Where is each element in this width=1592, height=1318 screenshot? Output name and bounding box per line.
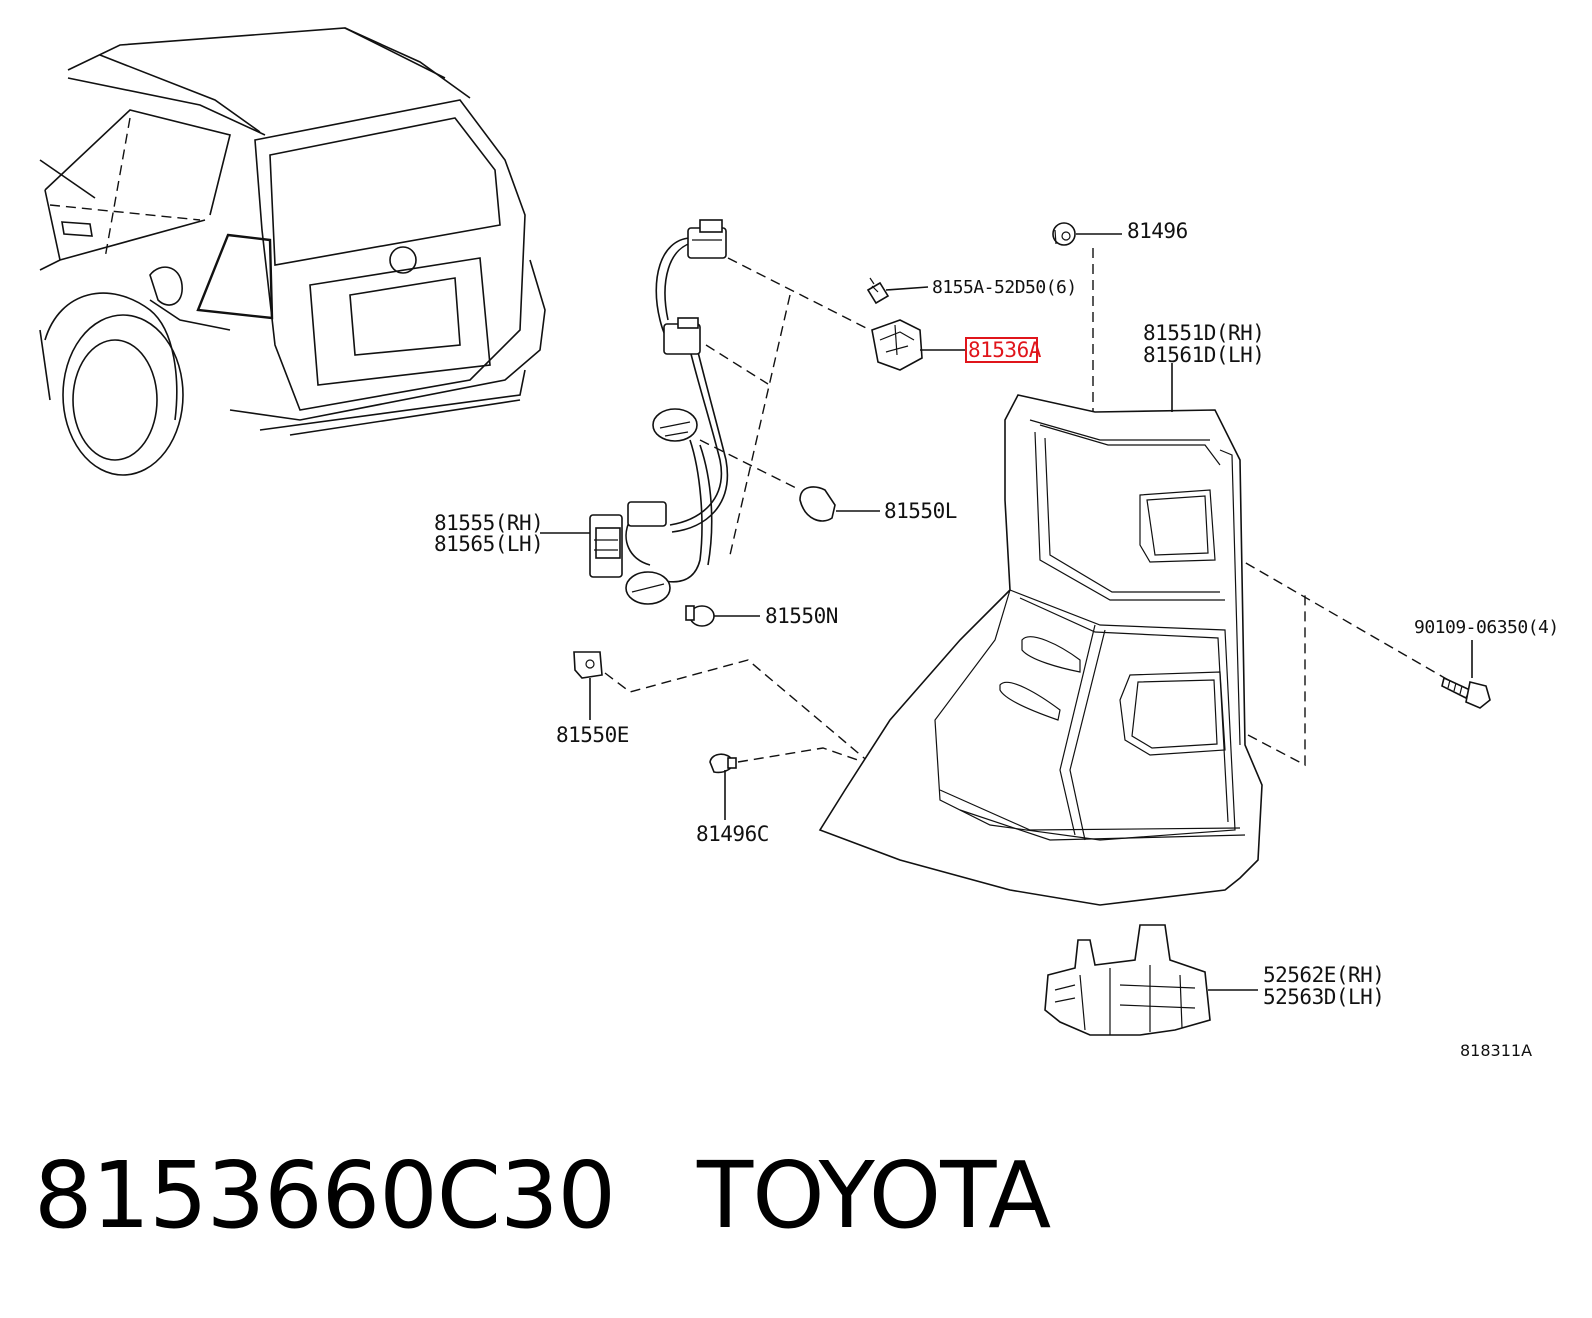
part-labels: 81496 8155A-52D50(6) 81536A 81551D(RH) 8…: [434, 219, 1559, 1060]
caption-brand: TOYOTA: [697, 1142, 1051, 1249]
clip-81496c-shape: [709, 753, 737, 774]
bulb-81550n-shape: [685, 605, 715, 627]
label-81551d: 81551D(RH): [1143, 321, 1264, 345]
figure-code: 818311A: [1460, 1041, 1532, 1060]
label-81496c: 81496C: [696, 822, 769, 846]
bulb-81550l-shape: [799, 486, 836, 522]
socket-81536a-shape: [871, 319, 923, 371]
label-81550e: 81550E: [556, 723, 629, 747]
label-8155a: 8155A-52D50(6): [932, 277, 1077, 298]
label-81565: 81565(LH): [434, 532, 543, 556]
tail-lamp-assembly-shape: [818, 394, 1263, 906]
label-81561d: 81561D(LH): [1143, 343, 1264, 367]
label-81550n: 81550N: [765, 604, 838, 628]
label-90109: 90109-06350(4): [1414, 617, 1559, 638]
leader-lines: [540, 233, 1473, 991]
label-81550l: 81550L: [884, 499, 957, 523]
screw-8155a-shape: [866, 277, 890, 305]
label-81536a: 81536A: [968, 338, 1042, 362]
grommet-81496-shape: [1052, 222, 1076, 246]
vehicle-rear-illustration: [39, 27, 546, 476]
label-52562e: 52562E(RH): [1263, 963, 1384, 987]
highlight-box: [965, 337, 1038, 363]
label-81555: 81555(RH): [434, 511, 543, 535]
label-81496: 81496: [1127, 219, 1188, 243]
caption: 8153660C30 TOYOTA: [34, 1142, 1051, 1249]
wire-harness-illustration: [589, 219, 729, 605]
label-52563d: 52563D(LH): [1263, 985, 1384, 1009]
clip-81550e-shape: [573, 651, 603, 679]
bolt-90109-shape: [1441, 676, 1491, 709]
bracket-52562e-shape: [1044, 924, 1211, 1036]
caption-part-number: 8153660C30: [34, 1142, 616, 1249]
